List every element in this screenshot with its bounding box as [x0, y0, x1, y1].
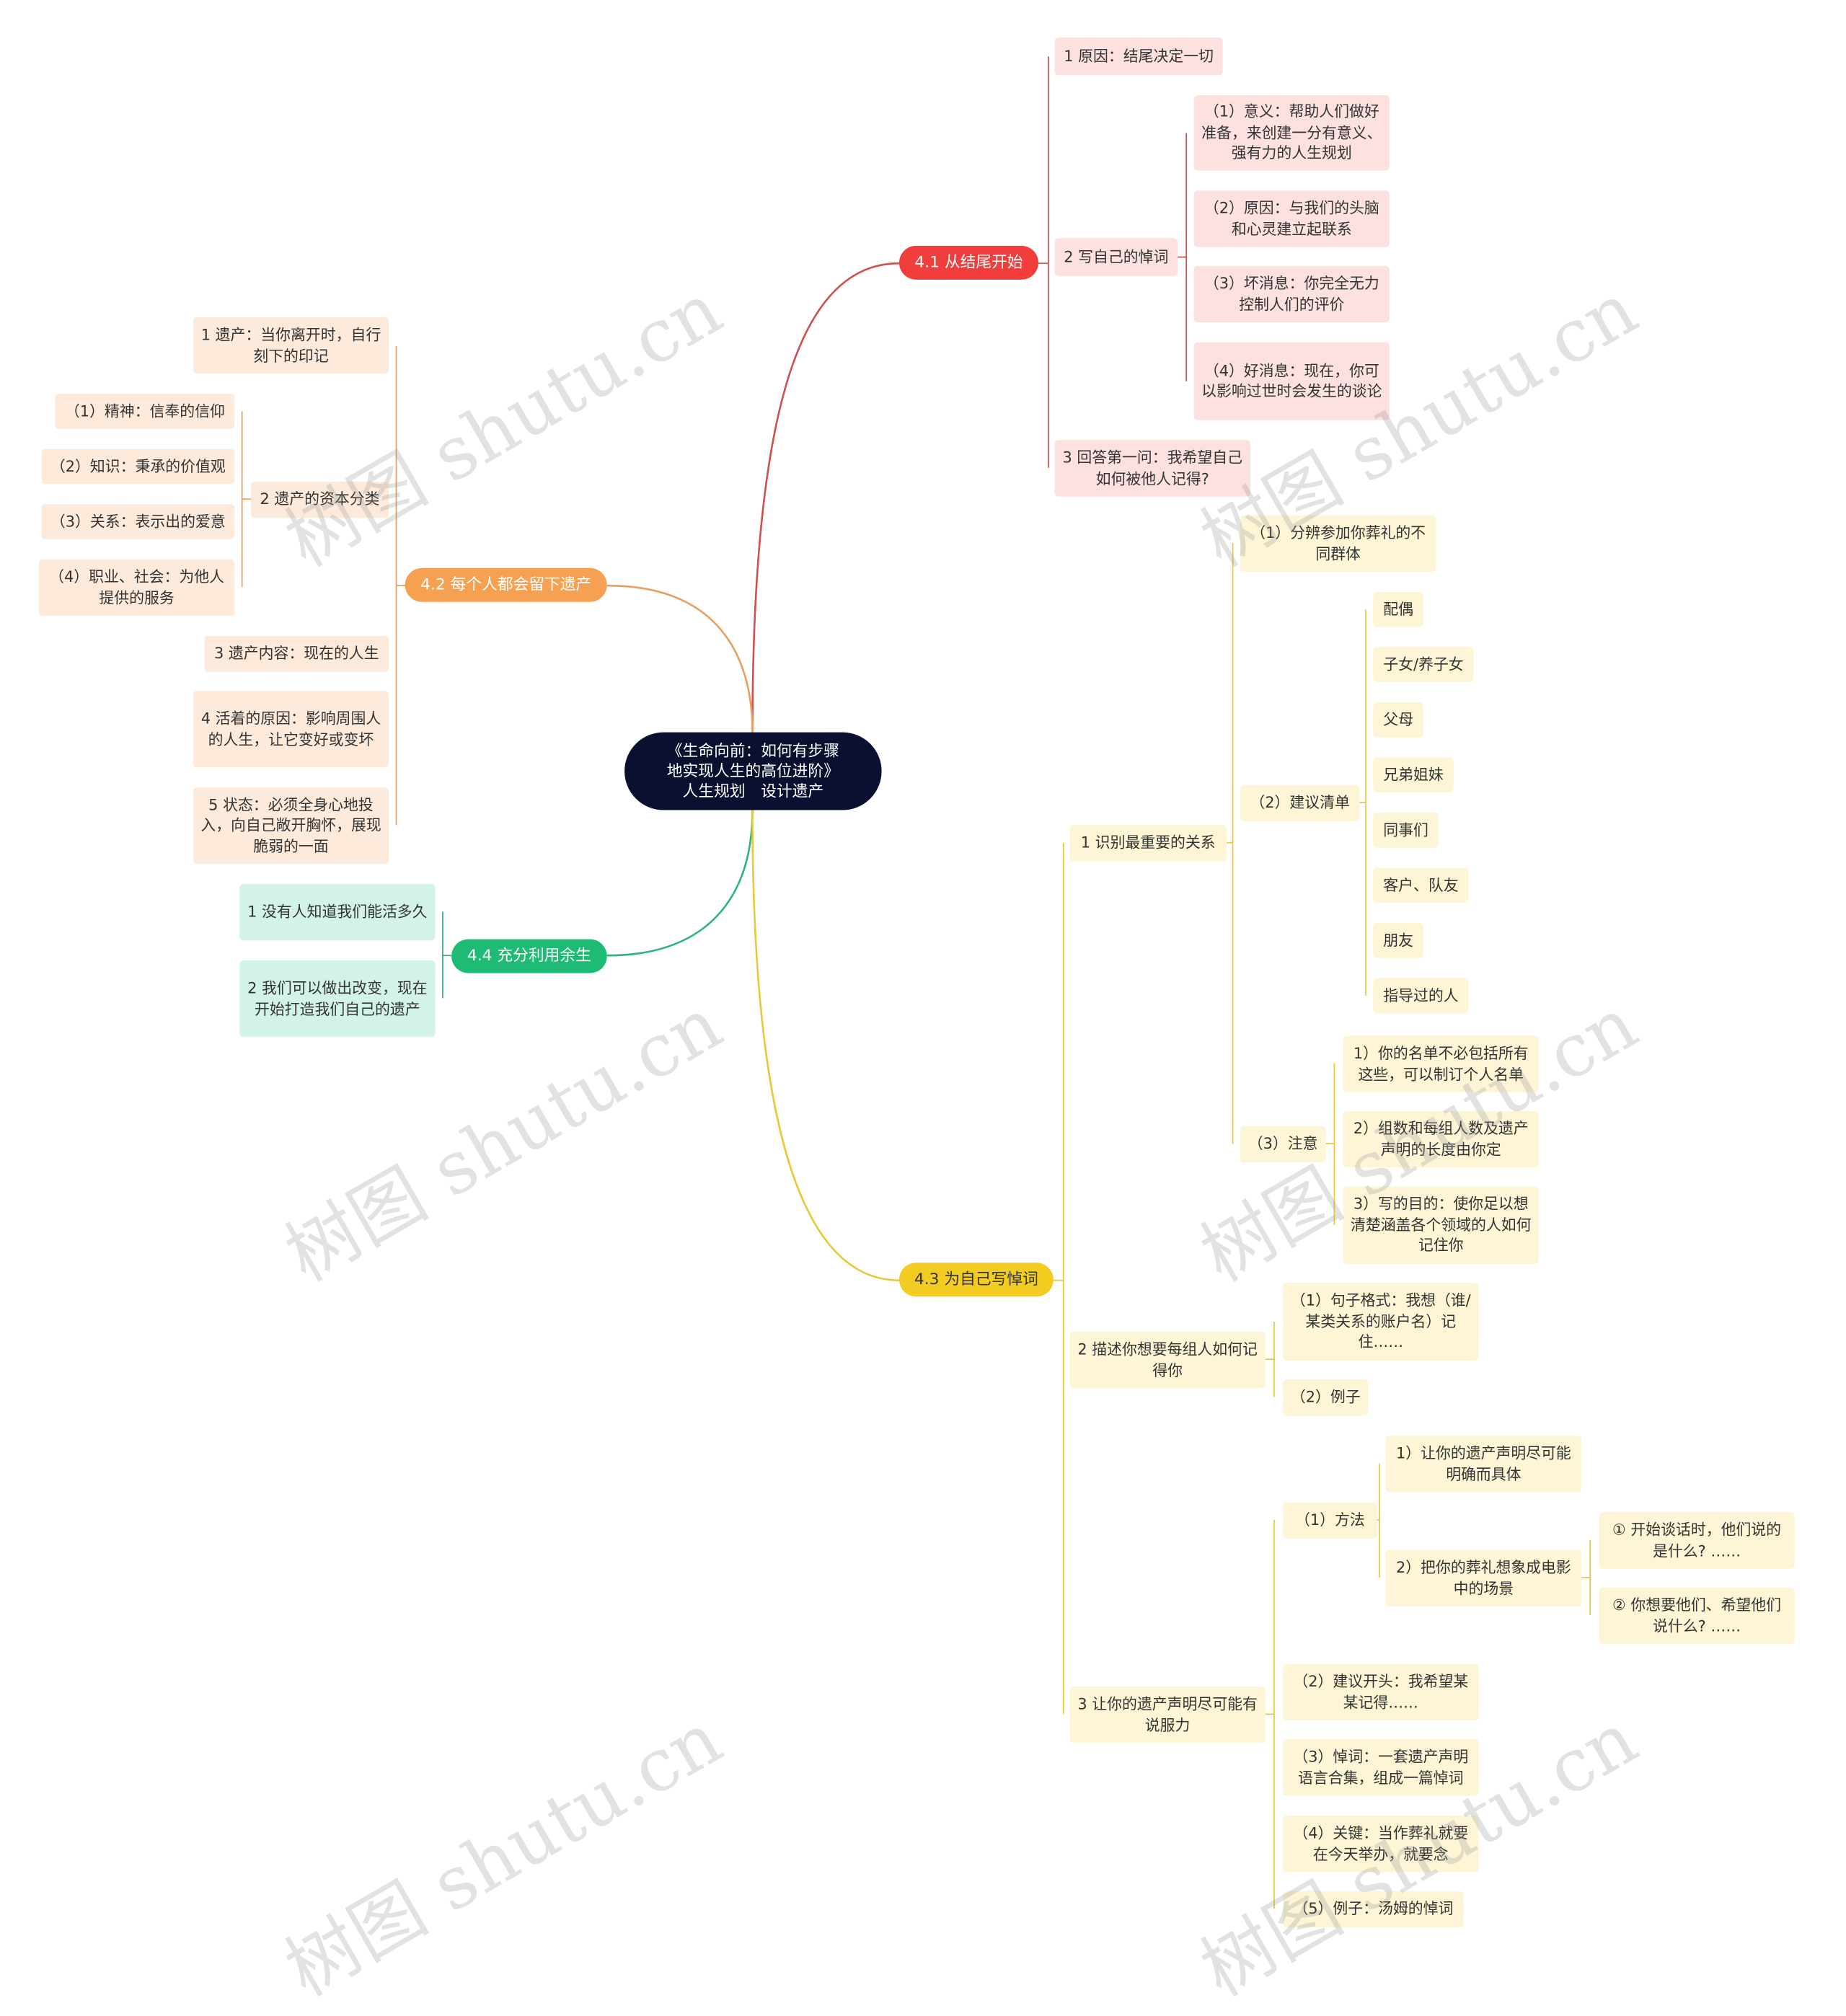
wire-root-4-4	[606, 810, 754, 957]
node-4-3-relations[interactable]: 1 识别最重要的关系	[1069, 825, 1227, 862]
node-4-2-legacy[interactable]: 1 遗产：当你离开时，自行刻下的印记	[193, 317, 389, 374]
node-4-1-bad-news[interactable]: （3）坏消息：你完全无力控制人们的评价	[1193, 265, 1390, 322]
node-4-3-key[interactable]: （4）关键：当作葬礼就要在今天举办，就要念	[1283, 1816, 1479, 1873]
node-4-1-eulogy[interactable]: 2 写自己的悼词	[1054, 238, 1178, 276]
node-4-4-change[interactable]: 2 我们可以做出改变，现在开始打造我们自己的遗产	[239, 960, 436, 1038]
node-4-3-sentence-format[interactable]: （1）句子格式：我想（谁/某类关系的账户名）记住……	[1283, 1283, 1479, 1361]
root-topic[interactable]: 《生命向前：如何有步骤地实现人生的高位进阶》人生规划 设计遗产	[624, 732, 882, 810]
node-4-2-spirit[interactable]: （1）精神：信奉的信仰	[55, 394, 235, 429]
node-4-2-state[interactable]: 5 状态：必须全身心地投入，向自己敞开胸怀，展现脆弱的一面	[193, 787, 389, 865]
node-4-3-notice-3[interactable]: 3）写的目的：使你足以想清楚涵盖各个领域的人如何记住你	[1343, 1186, 1539, 1265]
root-line-3: 人生规划 设计遗产	[682, 781, 824, 800]
node-4-2-capital[interactable]: 2 遗产的资本分类	[250, 481, 389, 518]
node-4-3-opening[interactable]: （2）建议开头：我希望某某记得……	[1283, 1663, 1479, 1721]
node-4-2-reason[interactable]: 4 活着的原因：影响周围人的人生，让它变好或变坏	[193, 691, 389, 768]
node-4-1-first-question[interactable]: 3 回答第一问：我希望自己如何被他人记得?	[1054, 440, 1250, 497]
node-4-3-convincing[interactable]: 3 让你的遗产声明尽可能有说服力	[1069, 1686, 1266, 1743]
list-item-parents[interactable]: 父母	[1373, 702, 1423, 738]
node-4-3-example[interactable]: （2）例子	[1283, 1379, 1369, 1416]
list-item-clients[interactable]: 客户、队友	[1373, 867, 1469, 903]
branch-4-1[interactable]: 4.1 从结尾开始	[898, 245, 1038, 280]
node-4-2-content[interactable]: 3 遗产内容：现在的人生	[204, 635, 389, 673]
node-4-1-cause[interactable]: （2）原因：与我们的头脑和心灵建立起联系	[1193, 190, 1390, 247]
list-item-friends[interactable]: 朋友	[1373, 922, 1423, 958]
node-4-2-career[interactable]: （4）职业、社会：为他人提供的服务	[38, 559, 235, 616]
node-4-3-suggest-list[interactable]: （2）建议清单	[1240, 784, 1360, 822]
node-4-3-groups[interactable]: （1）分辨参加你葬礼的不同群体	[1240, 515, 1436, 572]
root-line-2: 地实现人生的高位进阶》	[666, 761, 839, 780]
wire-root-4-2	[606, 584, 754, 733]
node-4-3-scene-1[interactable]: ① 开始谈话时，他们说的是什么? ……	[1599, 1512, 1795, 1569]
node-4-2-knowledge[interactable]: （2）知识：秉承的价值观	[41, 448, 235, 485]
node-4-1-reason[interactable]: 1 原因：结尾决定一切	[1054, 37, 1223, 76]
node-4-3-eulogy[interactable]: （3）悼词：一套遗产声明语言合集，组成一篇悼词	[1283, 1739, 1479, 1796]
wire-root-4-1	[751, 262, 899, 733]
node-4-1-good-news[interactable]: （4）好消息：现在，你可以影响过世时会发生的谈论	[1193, 342, 1390, 420]
list-item-children[interactable]: 子女/养子女	[1373, 647, 1474, 683]
branch-4-2[interactable]: 4.2 每个人都会留下遗产	[405, 567, 607, 602]
node-4-3-notice-2[interactable]: 2）组数和每组人数及遗产声明的长度由你定	[1343, 1110, 1539, 1168]
list-item-spouse[interactable]: 配偶	[1373, 591, 1423, 627]
node-4-1-meaning[interactable]: （1）意义：帮助人们做好准备，来创建一分有意义、强有力的人生规划	[1193, 95, 1390, 171]
node-4-3-method-2[interactable]: 2）把你的葬礼想象成电影中的场景	[1385, 1549, 1582, 1606]
list-item-colleagues[interactable]: 同事们	[1373, 812, 1439, 848]
branch-4-3[interactable]: 4.3 为自己写悼词	[898, 1263, 1054, 1297]
node-4-4-unknown[interactable]: 1 没有人知道我们能活多久	[239, 884, 436, 941]
node-4-3-tom[interactable]: （5）例子：汤姆的悼词	[1283, 1891, 1464, 1928]
root-line-1: 《生命向前：如何有步骤	[666, 740, 839, 760]
list-item-siblings[interactable]: 兄弟姐妹	[1373, 757, 1454, 793]
node-4-3-method-1[interactable]: 1）让你的遗产声明尽可能明确而具体	[1385, 1436, 1582, 1493]
node-4-3-method[interactable]: （1）方法	[1283, 1502, 1377, 1539]
node-4-3-notice-1[interactable]: 1）你的名单不必包括所有这些，可以制订个人名单	[1343, 1035, 1539, 1092]
node-4-3-describe[interactable]: 2 描述你想要每组人如何记得你	[1069, 1331, 1266, 1389]
node-4-3-scene-2[interactable]: ② 你想要他们、希望他们说什么? ……	[1599, 1587, 1795, 1644]
node-4-3-notice[interactable]: （3）注意	[1240, 1126, 1326, 1163]
list-item-mentees[interactable]: 指导过的人	[1373, 978, 1469, 1014]
wire-root-4-3	[751, 810, 899, 1281]
node-4-2-relation[interactable]: （3）关系：表示出的爱意	[41, 504, 235, 539]
branch-4-4[interactable]: 4.4 充分利用余生	[451, 939, 607, 973]
